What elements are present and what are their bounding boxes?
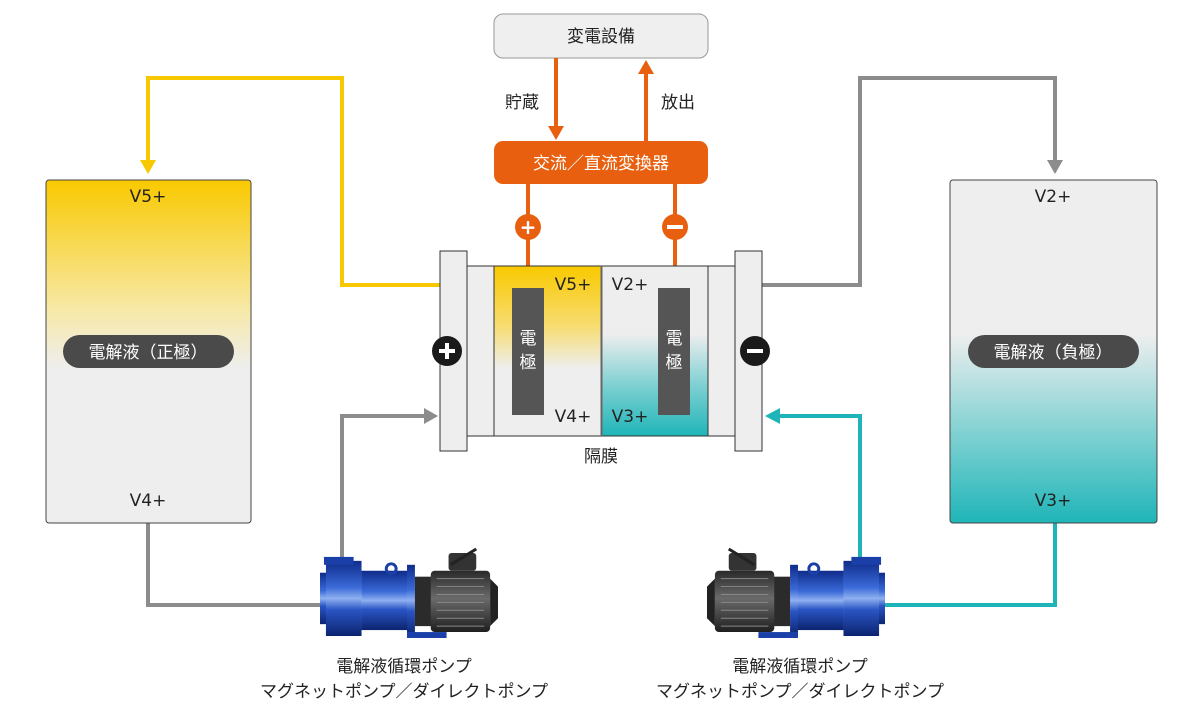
substation-label: 変電設備 bbox=[567, 27, 635, 47]
pump-left-label-1: 電解液循環ポンプ bbox=[336, 657, 472, 677]
minus-circle-icon bbox=[740, 336, 770, 366]
negative-return-line bbox=[762, 76, 1057, 287]
cell-v5-label: V5+ bbox=[555, 275, 592, 295]
discharge-label: 放出 bbox=[661, 93, 695, 113]
pump-right-label-1: 電解液循環ポンプ bbox=[732, 657, 868, 677]
plus-circle-icon bbox=[432, 336, 462, 366]
positive-return-line bbox=[146, 76, 440, 287]
pump-icon bbox=[707, 547, 885, 640]
pump-right-label-2: マグネットポンプ／ダイレクトポンプ bbox=[656, 682, 944, 702]
pump-left-label-2: マグネットポンプ／ダイレクトポンプ bbox=[260, 682, 548, 702]
svg-text:V3+: V3+ bbox=[1035, 491, 1072, 511]
plus-circle-icon: + bbox=[515, 214, 541, 240]
negative-electrolyte-tank: V2+ V3+ 電解液（負極） bbox=[949, 179, 1158, 524]
negative-pump-outlet-line bbox=[776, 414, 862, 565]
converter-box bbox=[494, 141, 708, 184]
svg-text:電: 電 bbox=[666, 329, 683, 349]
svg-text:V5+: V5+ bbox=[130, 187, 167, 207]
converter-label: 交流／直流変換器 bbox=[533, 154, 669, 174]
minus-circle-icon bbox=[662, 214, 688, 240]
positive-supply-line bbox=[146, 523, 322, 607]
cell-v2-label: V2+ bbox=[612, 275, 649, 295]
substation-box bbox=[493, 13, 709, 59]
svg-text:V2+: V2+ bbox=[1035, 187, 1072, 207]
positive-electrolyte-tank: V5+ V4+ 電解液（正極） bbox=[45, 179, 252, 524]
cell-v4-label: V4+ bbox=[555, 407, 592, 427]
svg-text:電解液（負極）: 電解液（負極） bbox=[994, 343, 1113, 363]
positive-electrode bbox=[512, 288, 544, 415]
arrow-up-icon bbox=[638, 60, 654, 74]
positive-pump-outlet-line bbox=[340, 414, 428, 565]
arrow-right-icon bbox=[424, 408, 438, 424]
svg-text:極: 極 bbox=[520, 353, 537, 373]
svg-text:極: 極 bbox=[666, 353, 683, 373]
svg-text:+: + bbox=[520, 215, 537, 239]
cell-v3-label: V3+ bbox=[612, 407, 649, 427]
svg-text:V4+: V4+ bbox=[130, 491, 167, 511]
pump-icon bbox=[320, 547, 498, 640]
membrane-label: 隔膜 bbox=[584, 447, 618, 467]
negative-electrode bbox=[658, 288, 690, 415]
charge-label: 貯蔵 bbox=[505, 93, 539, 113]
arrow-down-icon bbox=[140, 160, 156, 174]
negative-supply-line bbox=[883, 523, 1057, 607]
arrow-down-icon bbox=[1047, 160, 1063, 174]
svg-text:電解液（正極）: 電解液（正極） bbox=[89, 343, 208, 363]
battery-cell: 電 極 電 極 V5+ V4+ V2+ V3+ 隔膜 bbox=[432, 250, 770, 467]
svg-text:電: 電 bbox=[520, 329, 537, 349]
arrow-left-icon bbox=[765, 408, 780, 424]
arrow-down-icon bbox=[548, 126, 564, 140]
